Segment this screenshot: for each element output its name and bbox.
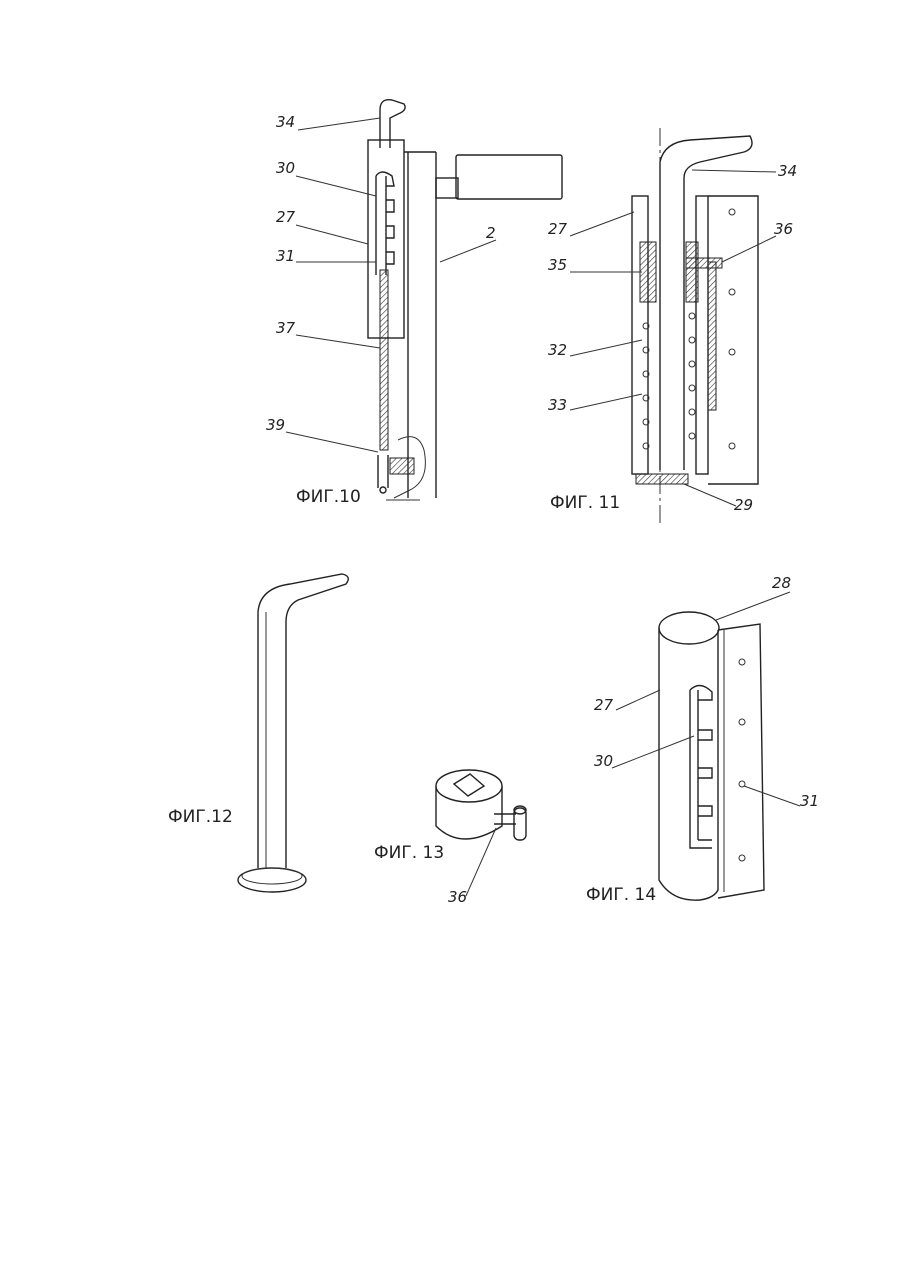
handle-34-shape xyxy=(380,100,405,148)
handle-34-shape-fig11 xyxy=(660,136,752,470)
fig10-label: 31 xyxy=(276,247,295,265)
fig11-label: 33 xyxy=(548,396,567,414)
fig11-caption: ФИГ. 11 xyxy=(550,493,620,513)
fig11-label: 35 xyxy=(548,256,567,274)
fig10-label: 39 xyxy=(266,416,285,434)
fig10-label: 30 xyxy=(276,159,295,177)
fig14-label: 27 xyxy=(594,696,614,714)
figure-11: 27 34 36 35 32 33 29 ФИГ. 11 xyxy=(548,128,797,526)
fig11-label: 29 xyxy=(734,496,753,514)
fig12-caption: ФИГ.12 xyxy=(168,807,233,827)
figure-14: 28 27 30 31 ФИГ. 14 xyxy=(586,574,819,905)
fig14-caption: ФИГ. 14 xyxy=(586,885,656,905)
figure-12: ФИГ.12 xyxy=(168,574,348,892)
fig10-label: 2 xyxy=(486,224,496,242)
figure-10: 34 30 27 31 2 37 39 ФИГ.10 xyxy=(266,100,562,507)
slot-30-shape-fig14 xyxy=(690,685,712,848)
fig14-label: 30 xyxy=(594,752,613,770)
fig10-label: 37 xyxy=(276,319,296,337)
fig11-label: 27 xyxy=(548,220,568,238)
handle-shape-fig12 xyxy=(258,574,348,868)
fig14-label: 31 xyxy=(800,792,819,810)
fig10-label: 34 xyxy=(276,113,295,131)
fig10-label: 27 xyxy=(276,208,296,226)
fig11-label: 32 xyxy=(548,341,567,359)
fig11-label: 36 xyxy=(774,220,793,238)
rod-37-shape xyxy=(380,270,388,450)
tube-top-shape xyxy=(659,612,719,644)
figure-13: 36 ФИГ. 13 xyxy=(374,770,526,906)
fig13-label: 36 xyxy=(448,888,467,906)
slot-30-shape xyxy=(376,172,394,275)
fig11-label: 34 xyxy=(778,162,797,180)
fig13-caption: ФИГ. 13 xyxy=(374,843,444,863)
fig10-caption: ФИГ.10 xyxy=(296,487,361,507)
arm-block-shape xyxy=(456,155,562,199)
fig14-label: 28 xyxy=(772,574,791,592)
